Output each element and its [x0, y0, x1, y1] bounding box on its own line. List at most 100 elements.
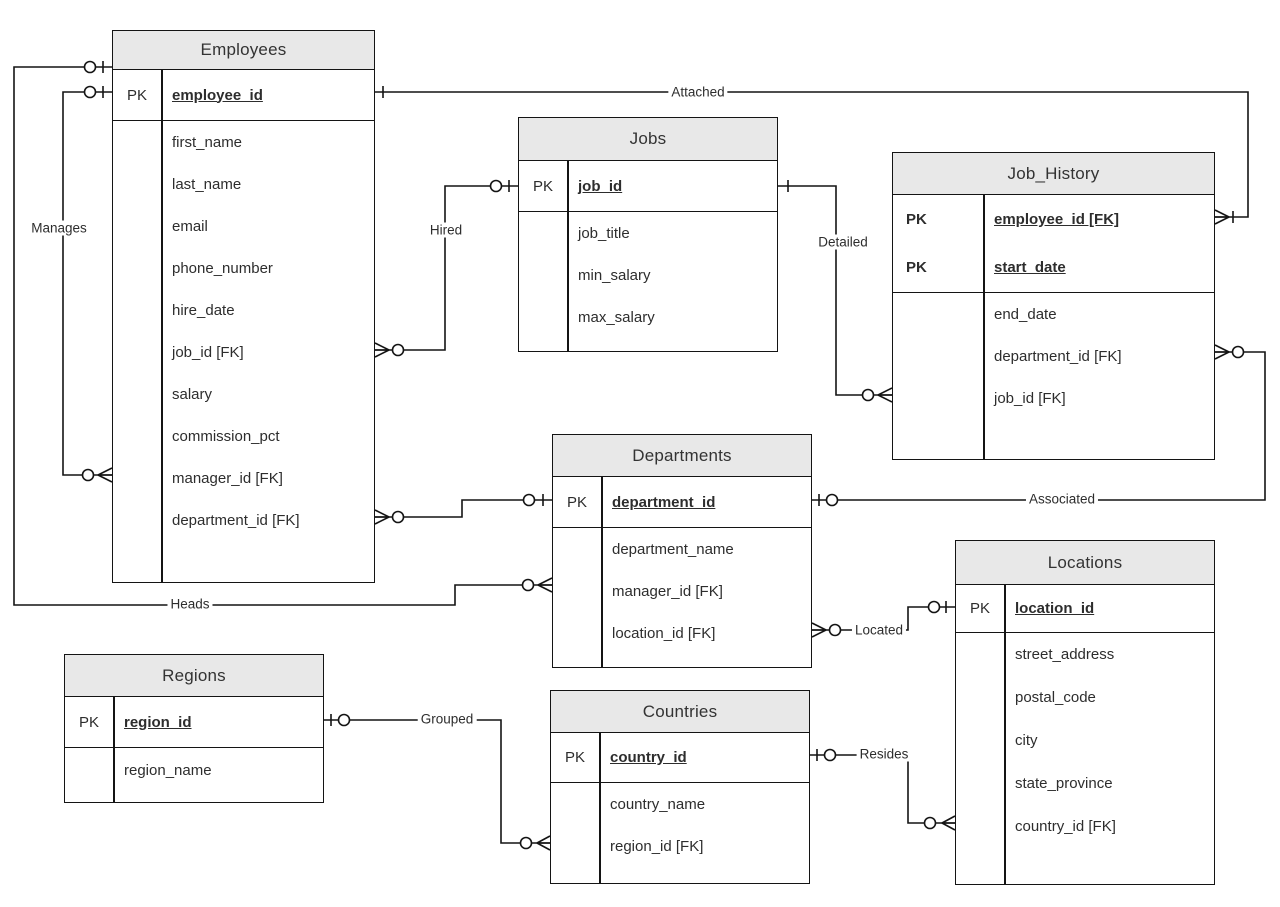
pk-field-name: country_id [610, 749, 687, 766]
pk-column-divider [567, 161, 569, 351]
entity-departments: Departments PK department_id department_… [552, 434, 812, 668]
zero-or-many-marker [811, 622, 842, 638]
field-name: job_title [578, 224, 630, 242]
pk-row: PK employee_id [FK] [893, 195, 1214, 244]
pk-row: PK department_id [553, 477, 811, 527]
manages-connector [62, 85, 113, 483]
entity-title: Countries [551, 691, 809, 733]
pk-column-divider [161, 70, 163, 582]
pk-badge: PK [532, 177, 553, 195]
field-row: salary [113, 373, 374, 415]
field-row: manager_id [FK] [553, 570, 811, 612]
entity-title: Job_History [893, 153, 1214, 195]
field-name: job_id [FK] [172, 343, 244, 361]
field-row: job_title [519, 212, 777, 254]
field-name: department_id [FK] [994, 347, 1122, 365]
pk-badge: PK [566, 493, 587, 511]
field-name: region_name [124, 761, 212, 779]
field-name: end_date [994, 305, 1057, 323]
entity-title: Locations [956, 541, 1214, 585]
pk-row: PK employee_id [113, 70, 374, 120]
zero-or-many-marker [374, 509, 405, 525]
field-name: hire_date [172, 301, 235, 319]
field-row: first_name [113, 121, 374, 163]
hired-connector [374, 179, 518, 358]
pk-badge: PK [906, 259, 927, 277]
pk-row: PK start_date [893, 244, 1214, 293]
field-name: state_province [1015, 775, 1113, 792]
grouped-connector [324, 713, 551, 851]
entity-title: Departments [553, 435, 811, 477]
field-name: department_name [612, 540, 734, 558]
field-name: job_id [FK] [994, 389, 1066, 407]
field-name: street_address [1015, 646, 1115, 663]
field-name: manager_id [FK] [612, 582, 723, 600]
entity-jobs: Jobs PK job_id job_title min_salary max_… [518, 117, 778, 352]
field-row: department_name [553, 528, 811, 570]
field-row: manager_id [FK] [113, 457, 374, 499]
field-row: last_name [113, 163, 374, 205]
field-name: phone_number [172, 259, 273, 277]
entity-employees: Employees PK employee_id first_name last… [112, 30, 375, 583]
pk-field-name: job_id [578, 177, 623, 195]
field-row: hire_date [113, 289, 374, 331]
field-name: commission_pct [172, 427, 280, 445]
pk-field-name: employee_id [172, 86, 263, 104]
field-name: first_name [172, 133, 243, 151]
pk-column-divider [599, 733, 601, 883]
zero-or-one-marker [83, 85, 104, 99]
pk-badge: PK [78, 713, 99, 731]
relationship-label-hired: Hired [426, 222, 466, 238]
attached-connector [375, 86, 1249, 225]
field-row: email [113, 205, 374, 247]
pk-badge: PK [906, 210, 927, 228]
detailed-connector [778, 180, 893, 403]
field-name: location_id [FK] [612, 624, 716, 642]
department-employees-connector [374, 493, 552, 525]
zero-or-one-marker [489, 179, 510, 193]
pk-column-divider [113, 697, 115, 802]
relationship-label-located: Located [851, 622, 907, 638]
field-row: min_salary [519, 254, 777, 296]
entity-job-history: Job_History PK employee_id [FK] PK start… [892, 152, 1215, 460]
entity-regions: Regions PK region_id region_name [64, 654, 324, 803]
entity-locations: Locations PK location_id street_address … [955, 540, 1215, 885]
pk-column-divider [601, 477, 603, 667]
pk-row: PK location_id [956, 585, 1214, 632]
pk-field-name: department_id [612, 493, 716, 511]
zero-or-many-marker [861, 387, 893, 403]
zero-or-many-marker [519, 835, 551, 851]
relationship-label-attached: Attached [668, 84, 728, 100]
relationship-label-resides: Resides [856, 746, 912, 762]
field-row: region_name [65, 748, 323, 792]
relationship-label-associated: Associated [1025, 491, 1099, 507]
zero-or-one-marker [818, 493, 839, 507]
entity-title: Jobs [519, 118, 777, 161]
field-name: country_name [610, 795, 706, 813]
field-row: country_name [551, 783, 809, 825]
zero-or-many-marker [81, 467, 113, 483]
zero-or-many-marker [923, 815, 956, 831]
pk-field-name: employee_id [FK] [994, 210, 1120, 228]
relationship-label-grouped: Grouped [417, 711, 477, 727]
pk-column-divider [1004, 585, 1006, 884]
zero-or-one-marker [330, 713, 351, 727]
field-row: max_salary [519, 296, 777, 338]
field-name: max_salary [578, 308, 655, 326]
pk-row: PK job_id [519, 161, 777, 211]
field-row: end_date [893, 293, 1214, 335]
field-row: department_id [FK] [113, 499, 374, 541]
field-row: postal_code [956, 676, 1214, 719]
field-row: location_id [FK] [553, 612, 811, 654]
entity-countries: Countries PK country_id country_name reg… [550, 690, 810, 884]
pk-row: PK region_id [65, 697, 323, 747]
entity-title: Employees [113, 31, 374, 70]
heads-connector [13, 60, 553, 606]
field-row: job_id [FK] [113, 331, 374, 373]
zero-or-one-marker [927, 600, 947, 614]
zero-or-one-marker [522, 493, 544, 507]
field-row: city [956, 719, 1214, 762]
pk-badge: PK [969, 600, 990, 617]
zero-or-many-marker [521, 577, 553, 593]
zero-or-one-marker [816, 748, 837, 762]
